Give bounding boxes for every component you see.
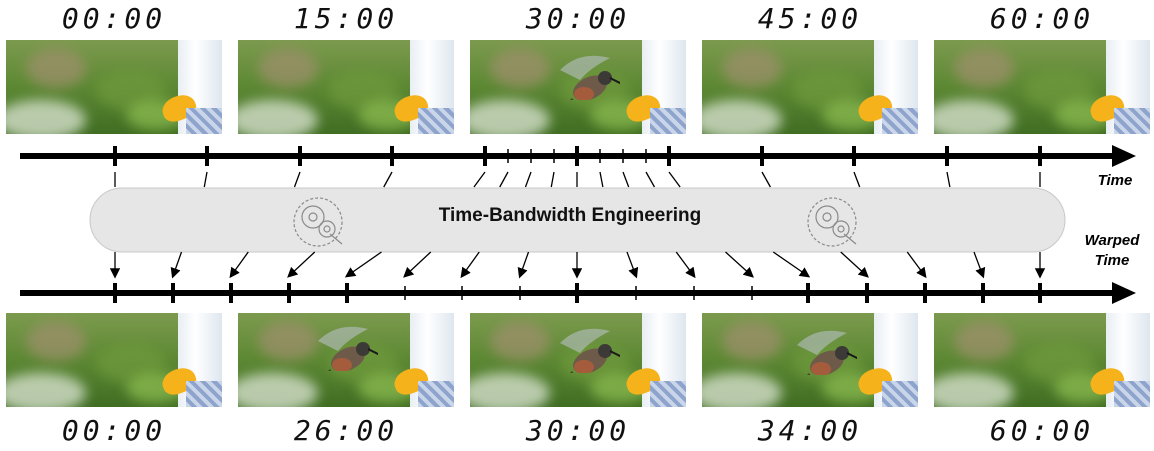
connector-upper	[383, 171, 393, 188]
gear-icon	[293, 197, 343, 247]
scenery-blur	[238, 100, 318, 134]
feeder-base	[650, 381, 686, 407]
bottom-timestamp-2: 26:00	[293, 414, 399, 447]
top-timestamp-5: 60:00	[989, 2, 1095, 35]
feeder-base	[418, 108, 454, 134]
scenery-blur	[26, 48, 86, 88]
feeder-base	[186, 108, 222, 134]
feeder-base	[650, 108, 686, 134]
top-timestamp-2: 15:00	[293, 2, 399, 35]
connector-upper	[853, 171, 861, 188]
connector-lower-arrow	[517, 251, 530, 279]
connector-lower-arrow	[840, 251, 869, 278]
scenery-blur	[702, 100, 782, 134]
connector-lower-arrow	[460, 251, 480, 279]
hummingbird	[560, 55, 620, 100]
bottom-timestamp-3: 30:00	[525, 414, 631, 447]
connector-lower-arrow	[287, 251, 316, 278]
connector-upper	[203, 171, 208, 188]
scenery-blur	[26, 321, 86, 361]
connector-lower-arrow	[403, 251, 432, 278]
bottom-frame-2	[238, 313, 454, 407]
bottom-frame-5	[934, 313, 1150, 407]
scenery-blur	[490, 48, 550, 88]
top-frame-2	[238, 40, 454, 134]
connector-upper	[524, 171, 532, 188]
scenery-blur	[722, 48, 782, 88]
bottom-frame-3	[470, 313, 686, 407]
connector-lower-arrow	[170, 251, 183, 279]
scenery-blur	[934, 100, 1014, 134]
feeder-base	[1114, 108, 1150, 134]
connector-upper	[499, 171, 509, 188]
scenery-blur	[722, 321, 782, 361]
time-axis-label: Time	[1097, 172, 1133, 189]
connector-lower-arrow	[973, 251, 986, 279]
connector-upper	[946, 171, 951, 188]
top-timestamp-1: 00:00	[61, 2, 167, 35]
top-frame-1	[6, 40, 222, 134]
warped-time-axis-arrowhead	[1112, 282, 1136, 304]
top-frame-5	[934, 40, 1150, 134]
scenery-blur	[238, 373, 318, 407]
bottom-timestamp-4: 34:00	[757, 414, 863, 447]
scenery-blur	[470, 373, 550, 407]
hummingbird	[797, 330, 857, 375]
scenery-blur	[954, 321, 1014, 361]
connector-lower-arrow	[626, 251, 639, 279]
hummingbird	[560, 328, 620, 373]
connector-lower-arrow	[725, 251, 754, 278]
bottom-frame-4	[702, 313, 918, 407]
feeder-base	[418, 381, 454, 407]
scenery-blur	[490, 321, 550, 361]
scenery-blur	[6, 373, 86, 407]
connector-lower-arrow	[344, 251, 382, 278]
feeder-base	[882, 108, 918, 134]
bottom-frame-1	[6, 313, 222, 407]
connector-lower-arrow	[906, 251, 927, 279]
warped-time-label-line1: Warped	[1084, 232, 1140, 249]
scenery-blur	[258, 48, 318, 88]
connector-upper	[761, 171, 771, 188]
top-frame-4	[702, 40, 918, 134]
connector-upper	[473, 171, 486, 188]
banner-title: Time-Bandwidth Engineering	[438, 205, 702, 226]
gear-icon	[807, 197, 857, 247]
connector-upper	[293, 171, 301, 188]
scenery-blur	[6, 100, 86, 134]
connector-upper	[645, 171, 656, 188]
top-frame-3	[470, 40, 686, 134]
connector-upper	[668, 171, 681, 188]
bottom-timestamp-1: 00:00	[61, 414, 167, 447]
warped-time-label-line2: Time	[1094, 252, 1130, 269]
connector-upper	[599, 171, 604, 188]
connector-lower-arrow	[772, 251, 811, 278]
scenery-blur	[702, 373, 782, 407]
feeder-base	[882, 381, 918, 407]
top-timestamp-3: 30:00	[525, 2, 631, 35]
bottom-timestamp-5: 60:00	[989, 414, 1095, 447]
scenery-blur	[470, 100, 550, 134]
connector-lower-arrow	[229, 251, 249, 279]
hummingbird	[318, 326, 378, 371]
top-timestamp-4: 45:00	[757, 2, 863, 35]
connector-upper	[622, 171, 630, 188]
scenery-blur	[258, 321, 318, 361]
time-axis-arrowhead	[1112, 145, 1136, 167]
feeder-base	[186, 381, 222, 407]
feeder-base	[1114, 381, 1150, 407]
connector-upper	[550, 171, 555, 188]
connector-lower-arrow	[675, 251, 696, 279]
scenery-blur	[954, 48, 1014, 88]
scenery-blur	[934, 373, 1014, 407]
